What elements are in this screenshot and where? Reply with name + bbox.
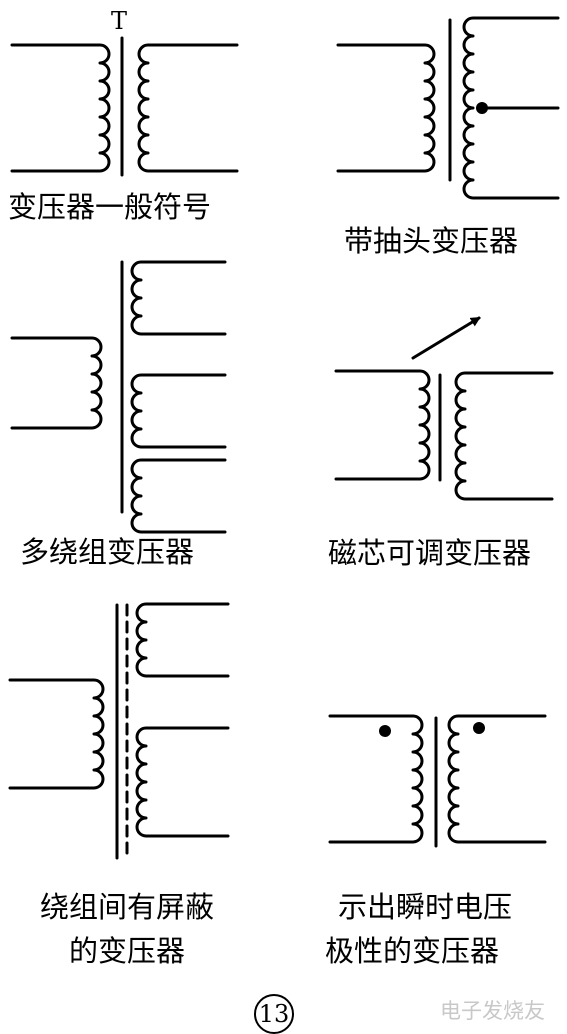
- primary-winding: [334, 369, 431, 481]
- primary-winding: [10, 43, 111, 173]
- secondary-winding: [447, 714, 547, 844]
- label-shielded-line1: 绕组间有屏蔽: [40, 890, 215, 924]
- label-general: 变压器一般符号: [8, 190, 212, 224]
- primary-polarity-dot: [379, 725, 391, 737]
- tapped-secondary-winding: [462, 16, 560, 200]
- label-polarity-line2: 极性的变压器: [325, 934, 500, 968]
- watermark-logo: 电子发烧友: [440, 999, 545, 1023]
- multi-winding-transformer-symbol: [10, 260, 227, 534]
- secondary-winding-1: [135, 602, 230, 678]
- symbol-letter: T: [111, 7, 128, 35]
- tapped-transformer-symbol: [336, 16, 560, 200]
- primary-winding: [8, 678, 105, 790]
- center-tap-dot: [476, 102, 488, 114]
- figure-number-badge: 13: [254, 994, 294, 1034]
- general-transformer-symbol: [10, 36, 239, 177]
- secondary-winding-1: [130, 260, 227, 336]
- secondary-winding: [454, 371, 554, 501]
- shielded-transformer-symbol: [8, 602, 230, 860]
- primary-winding: [328, 714, 424, 844]
- secondary-winding-3: [130, 458, 227, 534]
- adjustment-arrow: [411, 316, 481, 360]
- label-adjustable-core: 磁芯可调变压器: [328, 536, 532, 570]
- polarity-transformer-symbol: [328, 714, 547, 848]
- label-multi-winding: 多绕组变压器: [20, 535, 195, 569]
- secondary-winding-2: [135, 726, 230, 838]
- secondary-winding-2: [130, 373, 227, 449]
- secondary-winding: [137, 43, 239, 173]
- label-shielded-line2: 的变压器: [69, 934, 186, 968]
- adjustable-core-transformer-symbol: [334, 316, 554, 501]
- label-tapped: 带抽头变压器: [344, 224, 519, 258]
- primary-winding: [336, 43, 436, 173]
- secondary-polarity-dot: [473, 722, 485, 734]
- primary-winding: [10, 336, 103, 430]
- label-polarity-line1: 示出瞬时电压: [338, 890, 513, 924]
